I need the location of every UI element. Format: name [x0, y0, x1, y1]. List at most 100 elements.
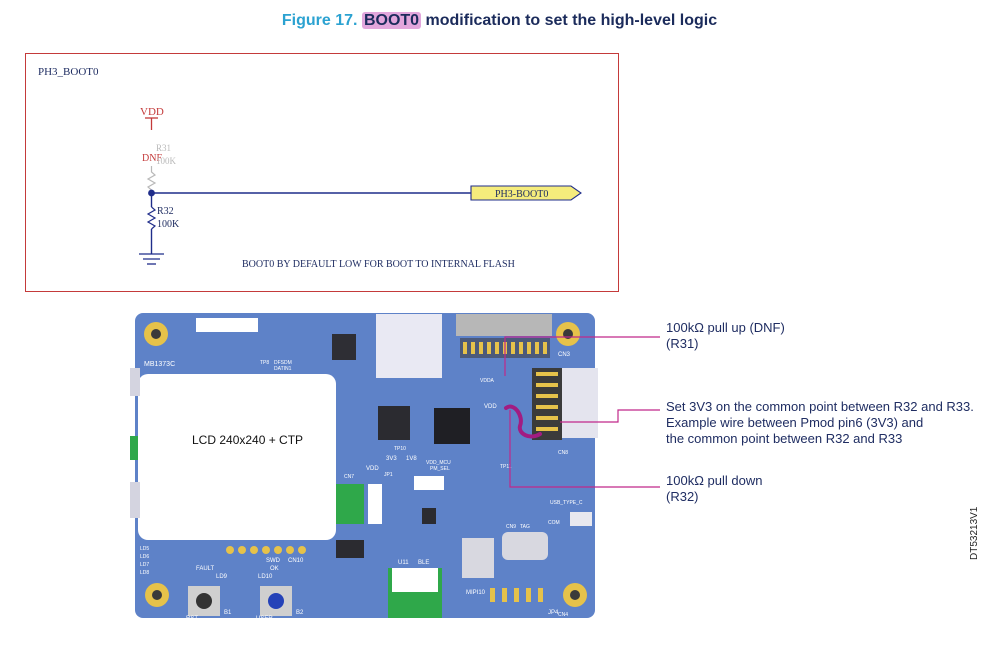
annotation-set-3v3: Set 3V3 on the common point between R32 … — [666, 399, 974, 447]
lcd-label: LCD 240x240 + CTP — [192, 433, 303, 447]
annotation-pulldown-line2: (R32) — [666, 489, 699, 504]
silk-ok: OK — [270, 566, 279, 572]
silk-vdd-mcu: VDD_MCU — [426, 460, 451, 466]
silk-vdd-right: VDD — [484, 404, 497, 410]
r32-ref: R32 — [157, 206, 174, 217]
chip-2 — [378, 406, 410, 440]
jumper-jp1 — [414, 476, 444, 490]
silk-mipi: MIPI10 — [466, 590, 486, 596]
ble-shield — [392, 568, 438, 592]
user-button-cap — [268, 593, 284, 609]
figure-number: Figure 17. — [281, 12, 358, 29]
r32-resistor — [146, 206, 157, 230]
silk-cn4: CN4 — [558, 612, 568, 618]
silk-ble: BLE — [418, 560, 429, 566]
boot-note: BOOT0 BY DEFAULT LOW FOR BOOT TO INTERNA… — [242, 259, 515, 270]
silk-ld6: LD6 — [140, 554, 149, 560]
silk-dfsdm: DFSDM — [274, 360, 292, 366]
silk-com: COM — [548, 520, 560, 526]
top-connector — [196, 318, 258, 332]
pmod-socket — [562, 368, 598, 438]
top-module — [376, 314, 442, 378]
vdd-label: VDD — [140, 106, 164, 118]
schematic-frame: PH3_BOOT0 VDD R31 DNF 100K PH3-BOOT0 R32… — [25, 53, 619, 292]
mcu-chip — [434, 408, 470, 444]
figure-title-highlight: BOOT0 — [361, 12, 422, 29]
r31-resistor — [146, 166, 157, 193]
silk-vdd: VDD — [366, 466, 379, 472]
silk-fault: FAULT — [196, 566, 215, 572]
usb-c-port — [570, 512, 592, 526]
annotation-pullup: 100kΩ pull up (DNF) (R31) — [666, 320, 785, 352]
silk-tag: TAG — [520, 524, 530, 530]
silk-ld9: LD9 — [216, 574, 228, 580]
figure-title-text: modification to set the high-level logic — [425, 12, 718, 29]
annotation-set-line3: the common point between R32 and R33 — [666, 431, 903, 446]
swd-header — [226, 546, 306, 554]
bottom-right-header — [490, 588, 543, 602]
dnf-label: DNF — [142, 153, 162, 164]
r32-value: 100K — [157, 219, 180, 230]
green-flex — [336, 484, 364, 524]
chip-4 — [336, 540, 364, 558]
net-label-flag — [470, 185, 582, 201]
document-id: DT53213V1 — [969, 506, 980, 560]
silk-1v8: 1V8 — [406, 456, 417, 462]
annotation-pulldown-line1: 100kΩ pull down — [666, 473, 763, 488]
silk-cn10: CN10 — [288, 558, 304, 564]
silk-ld10: LD10 — [258, 574, 273, 580]
r31-value: 100K — [156, 156, 177, 166]
figure-title: Figure 17. BOOT0 modification to set the… — [0, 12, 999, 30]
silk-cn7: CN7 — [344, 474, 354, 480]
schematic-drawing: PH3_BOOT0 VDD R31 DNF 100K PH3-BOOT0 R32… — [38, 66, 582, 270]
leader-pullup — [504, 336, 660, 376]
silk-cn9: CN9 — [506, 524, 516, 530]
silk-3v3: 3V3 — [386, 456, 397, 462]
silk-vdda: VDDA — [480, 378, 495, 384]
silk-ld7: LD7 — [140, 562, 149, 568]
reset-button-cap — [196, 593, 212, 609]
lcd-edge-top — [130, 368, 140, 396]
silk-swd: SWD — [266, 558, 281, 564]
leader-pulldown — [509, 410, 660, 488]
silk-b1: B1 — [224, 610, 232, 616]
modification-wire — [504, 404, 542, 439]
silk-usb-type-c: USB_TYPE_C — [550, 500, 583, 506]
silk-user: USER — [256, 616, 273, 622]
annotation-pullup-line1: 100kΩ pull up (DNF) — [666, 320, 785, 335]
silk-rst: RST — [186, 616, 198, 622]
grey-header — [456, 314, 552, 336]
annotation-set-line2: Example wire between Pmod pin6 (3V3) and — [666, 415, 924, 430]
silk-ld5: LD5 — [140, 546, 149, 552]
fpc-connector — [368, 484, 382, 524]
r31-ref: R31 — [156, 143, 171, 153]
silk-datin1: DATIN1 — [274, 366, 292, 372]
annotation-pullup-line2: (R31) — [666, 336, 699, 351]
silk-tp10: TP10 — [394, 446, 406, 452]
silk-jp1: JP1 — [384, 472, 393, 478]
silk-b2: B2 — [296, 610, 304, 616]
lcd-flex-tab — [130, 436, 138, 460]
tag-connector — [502, 532, 548, 560]
lcd-edge-bottom — [130, 482, 140, 518]
silk-cn8: CN8 — [558, 450, 568, 456]
silk-tp11: TP11 — [500, 464, 512, 470]
net-label: PH3-BOOT0 — [495, 189, 548, 200]
chip-3 — [422, 508, 436, 524]
chip-1 — [332, 334, 356, 360]
annotation-set-line1: Set 3V3 on the common point between R32 … — [666, 399, 974, 414]
board-illustration: MB1373C CN3 VDD LCD 240x240 + CTP U11 BL… — [130, 313, 598, 622]
silk-cn3: CN3 — [558, 352, 571, 358]
silk-tp8: TP8 — [260, 360, 269, 366]
silk-ld8: LD8 — [140, 570, 149, 576]
sheet-label: PH3_BOOT0 — [38, 66, 99, 78]
mipi-connector — [462, 538, 494, 578]
silk-pm-sel: PM_SEL — [430, 466, 450, 472]
annotation-pulldown: 100kΩ pull down (R32) — [666, 473, 762, 505]
silk-jp4: JP4 — [548, 610, 559, 616]
board-id: MB1373C — [144, 361, 175, 368]
silk-u11: U11 — [398, 560, 409, 566]
leader-wire — [560, 409, 660, 423]
lcd-area — [138, 374, 336, 540]
